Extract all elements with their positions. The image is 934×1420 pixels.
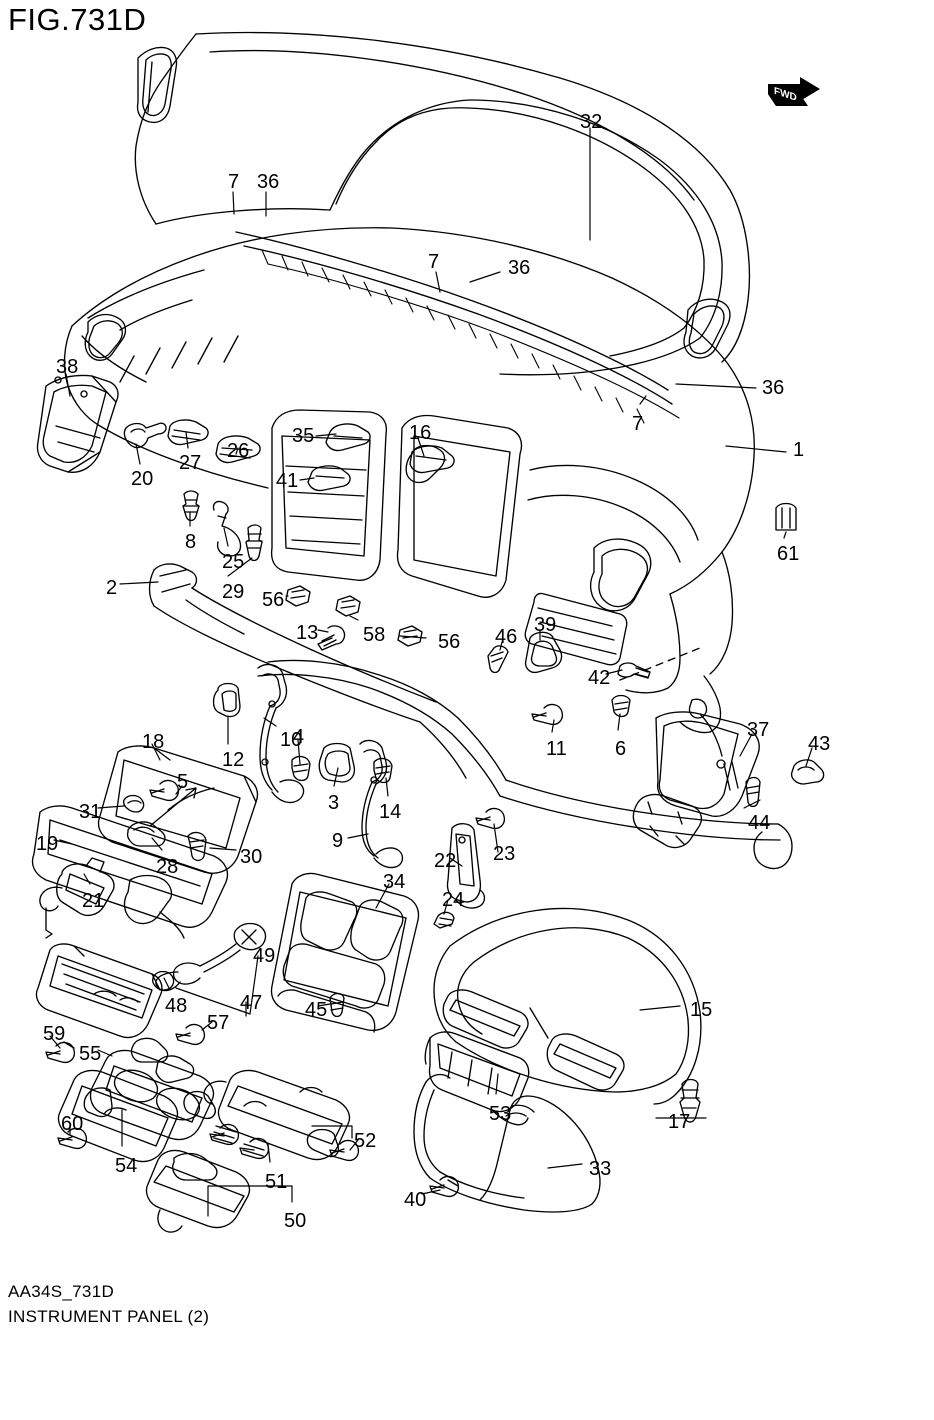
callout-10: 10	[280, 729, 303, 751]
callout-29: 29	[222, 581, 245, 603]
callout-4: 4	[293, 726, 305, 748]
callout-26: 26	[227, 440, 250, 462]
callout-56b: 56	[438, 631, 461, 653]
callout-61: 61	[777, 543, 800, 565]
callout-22: 22	[434, 850, 457, 872]
callout-19: 19	[36, 833, 59, 855]
callout-1: 1	[793, 439, 805, 461]
callout-37: 37	[747, 719, 770, 741]
callout-24: 24	[442, 889, 465, 911]
callout-53: 53	[489, 1103, 512, 1125]
callout-17: 17	[668, 1111, 691, 1133]
callout-16: 16	[409, 422, 432, 444]
callout-14: 14	[379, 801, 402, 823]
callout-7a: 7	[228, 171, 240, 193]
callout-7b: 7	[428, 251, 440, 273]
callout-35: 35	[292, 425, 315, 447]
callout-60: 60	[61, 1113, 84, 1135]
callout-27: 27	[179, 452, 202, 474]
callout-48: 48	[165, 995, 188, 1017]
callout-21: 21	[82, 890, 105, 912]
callout-36b: 36	[508, 257, 531, 279]
callout-2: 2	[106, 577, 118, 599]
callout-54: 54	[115, 1155, 138, 1177]
callout-31: 31	[79, 801, 102, 823]
callout-42: 42	[588, 667, 611, 689]
callout-7c: 7	[632, 413, 644, 435]
callout-46: 46	[495, 626, 518, 648]
callout-9: 9	[332, 830, 344, 852]
callout-12: 12	[222, 749, 245, 771]
callout-52: 52	[354, 1130, 377, 1152]
callout-38: 38	[56, 356, 79, 378]
diagram-name: INSTRUMENT PANEL (2)	[8, 1307, 210, 1326]
callout-18: 18	[142, 731, 165, 753]
callout-32: 32	[580, 111, 603, 133]
callout-23: 23	[493, 843, 516, 865]
callout-5: 5	[177, 771, 189, 793]
callout-34: 34	[383, 871, 406, 893]
callout-15: 15	[690, 999, 713, 1021]
fwd-arrow-icon: FWD	[766, 76, 822, 112]
figure-title: FIG.731D	[8, 2, 147, 37]
callout-58: 58	[363, 624, 386, 646]
callout-40: 40	[404, 1189, 427, 1211]
callout-44: 44	[748, 812, 771, 834]
callout-11: 11	[546, 738, 567, 760]
callout-6: 6	[615, 738, 627, 760]
callout-57: 57	[207, 1012, 230, 1034]
callout-39: 39	[534, 614, 557, 636]
callout-30: 30	[240, 846, 263, 868]
callout-43: 43	[808, 733, 831, 755]
callout-41: 41	[276, 470, 299, 492]
callout-36c: 36	[762, 377, 785, 399]
callout-33: 33	[589, 1158, 612, 1180]
callout-8: 8	[185, 531, 197, 553]
callout-20: 20	[131, 468, 154, 490]
callout-47: 47	[240, 992, 263, 1014]
callout-59: 59	[43, 1023, 66, 1045]
callout-3: 3	[328, 792, 340, 814]
callout-50: 50	[284, 1210, 307, 1232]
callout-51: 51	[265, 1171, 288, 1193]
callout-55: 55	[79, 1043, 102, 1065]
callout-13: 13	[296, 622, 319, 644]
diagram-code: AA34S_731D	[8, 1282, 115, 1301]
callout-45: 45	[305, 999, 328, 1021]
callout-25: 25	[222, 551, 245, 573]
callout-56a: 56	[262, 589, 285, 611]
callout-36a: 36	[257, 171, 280, 193]
callout-49: 49	[253, 945, 276, 967]
callout-28: 28	[156, 856, 179, 878]
